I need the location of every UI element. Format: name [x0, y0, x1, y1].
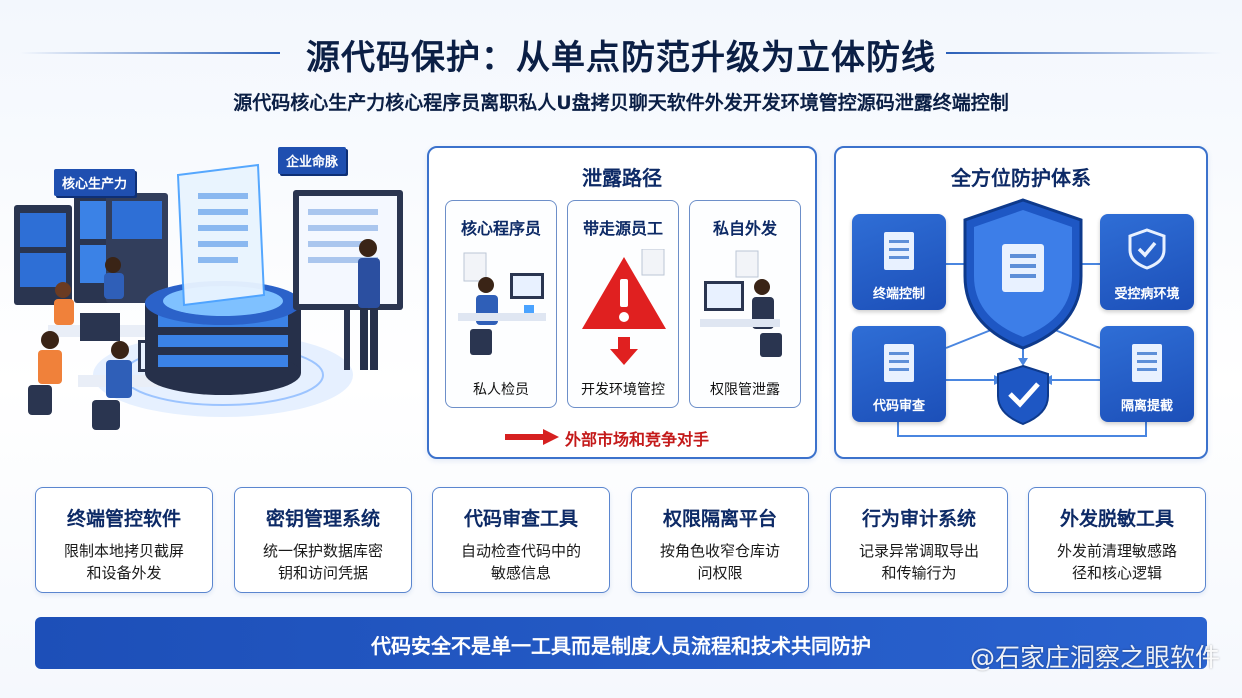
title-divider-left	[20, 52, 280, 54]
leak-destination-label: 外部市场和竞争对手	[565, 430, 710, 449]
tool-card-outbound-desensitize: 外发脱敏工具 外发前清理敏感路径和核心逻辑	[1028, 487, 1206, 593]
leak-card-head: 私自外发	[712, 219, 777, 238]
tool-name: 行为审计系统	[861, 508, 976, 530]
tool-card-code-review: 代码审查工具 自动检查代码中的敏感信息	[432, 487, 610, 593]
shield-check-icon	[1128, 228, 1166, 270]
leak-card-foot: 权限管泄露	[710, 382, 780, 398]
document-icon	[884, 232, 914, 270]
summary-banner-text: 代码安全不是单一工具而是制度人员流程和技术共同防护	[371, 634, 871, 658]
tool-name: 权限隔离平台	[662, 508, 777, 530]
tool-name: 代码审查工具	[463, 508, 578, 530]
tool-description: 自动检查代码中的敏感信息	[460, 542, 581, 582]
tool-card-behavior-audit: 行为审计系统 记录异常调取导出和传输行为	[830, 487, 1008, 593]
defense-system-panel: 全方位防护体系	[834, 146, 1208, 459]
leak-card-foot: 私人检员	[473, 382, 529, 398]
defense-box-label: 隔离提截	[1120, 399, 1173, 414]
tool-description: 限制本地拷贝截屏和设备外发	[63, 542, 184, 582]
tool-description: 外发前清理敏感路径和核心逻辑	[1056, 542, 1177, 582]
leak-card-departing-employee: 带走源员工 开发环境管控	[567, 200, 679, 408]
tag-enterprise-lifeline: 企业命脉	[278, 147, 347, 174]
tool-card-permission-isolation: 权限隔离平台 按角色收窄仓库访问权限	[631, 487, 809, 593]
employee-at-computer-icon	[700, 250, 782, 357]
defense-box-label: 代码审查	[872, 399, 925, 414]
page-title: 源代码保护：从单点防范升级为立体防线	[306, 38, 936, 78]
defense-box-label: 受控病环境	[1114, 287, 1180, 302]
warning-triangle-icon	[582, 249, 666, 365]
tool-name: 密钥管理系统	[265, 508, 380, 530]
defense-connector-lines	[897, 198, 1147, 437]
programmer-at-desk-icon	[458, 252, 546, 355]
leak-card-foot: 开发环境管控	[581, 382, 665, 398]
defense-box-code-review: 代码审查	[852, 326, 946, 422]
defense-box-isolation: 隔离提截	[1100, 326, 1194, 422]
document-icon	[884, 344, 914, 382]
tool-name: 终端管控软件	[66, 508, 181, 530]
tag-core-productivity: 核心生产力	[54, 169, 136, 196]
tool-card-endpoint-control: 终端管控软件 限制本地拷贝截屏和设备外发	[35, 487, 213, 593]
defense-box-label: 终端控制	[872, 287, 925, 302]
document-icon	[1132, 344, 1162, 382]
tool-description: 按角色收窄仓库访问权限	[659, 542, 780, 582]
red-arrow-icon	[505, 429, 559, 445]
tool-description: 记录异常调取导出和传输行为	[858, 542, 979, 582]
page-subtitle: 源代码核心生产力核心程序员离职私人U盘拷贝聊天软件外发开发环境管控源码泄露终端控…	[233, 92, 1009, 114]
tool-card-key-management: 密钥管理系统 统一保护数据库密钥和访问凭据	[234, 487, 412, 593]
tool-name: 外发脱敏工具	[1059, 508, 1174, 530]
defense-box-controlled-env: 受控病环境	[1100, 214, 1194, 310]
watermark: @石家庄洞察之眼软件	[969, 643, 1220, 672]
leak-path-title: 泄露路径	[582, 166, 662, 190]
title-divider-right	[946, 52, 1222, 54]
leak-card-head: 核心程序员	[460, 219, 541, 238]
leak-card-programmer: 核心程序员 私人检员	[445, 200, 557, 408]
leak-card-head: 带走源员工	[582, 219, 663, 238]
workplace-illustration: 核心生产力 企业命脉	[8, 135, 418, 475]
leak-card-private-send: 私自外发 权限管泄露	[689, 200, 801, 408]
leak-path-panel: 泄露路径 核心程序员 私人检员 带走源员工 开发环境管控 私自外发	[427, 146, 817, 459]
defense-box-terminal-control: 终端控制	[852, 214, 946, 310]
tool-description: 统一保护数据库密钥和访问凭据	[262, 542, 383, 582]
office-scene-icon	[14, 163, 403, 430]
summary-banner: 代码安全不是单一工具而是制度人员流程和技术共同防护	[35, 617, 1207, 669]
defense-system-title: 全方位防护体系	[951, 166, 1091, 190]
